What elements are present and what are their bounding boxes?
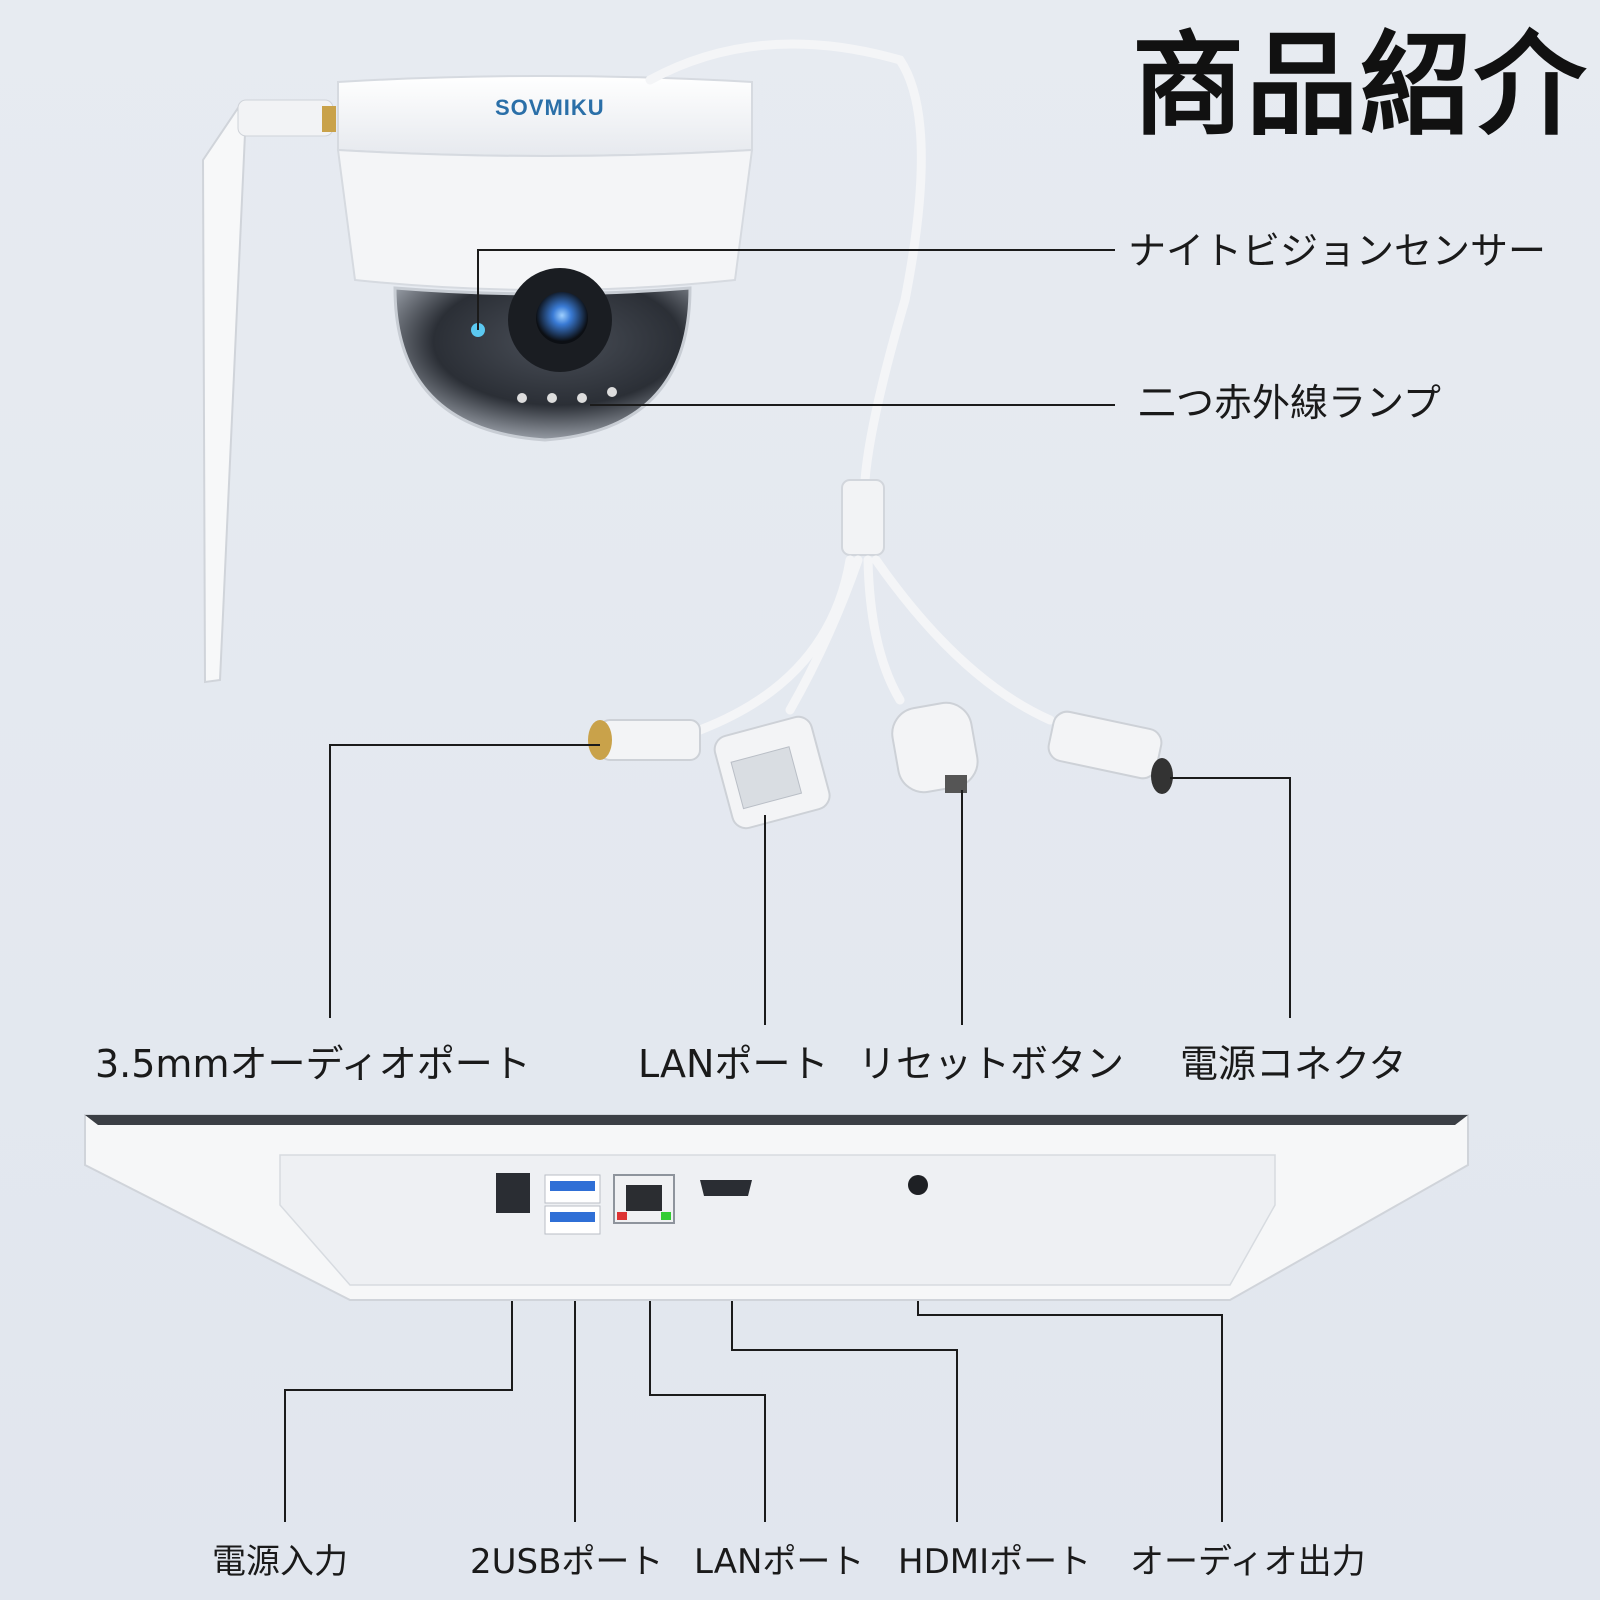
nvr-device [84,1114,1469,1301]
brand-logo: SOVMIKU [495,95,605,120]
page-title: 商品紹介 [1132,21,1588,151]
lan-connector [713,715,831,830]
antenna [201,99,336,684]
label-reset-button: リセットボタン [858,1042,1125,1086]
leader-lines [284,249,1291,1522]
label-night-vision-sensor: ナイトビジョンセンサー [1128,229,1547,273]
label-ir-lamps: 二つ赤外線ランプ [1138,381,1441,425]
audio-connector [588,719,701,761]
label-power-connector: 電源コネクタ [1180,1042,1407,1086]
dome-camera [336,75,754,442]
label-usb-ports: 2USBポート [470,1542,664,1582]
reset-button-connector [891,701,979,794]
label-lan-port-camera: LANポート [638,1042,829,1086]
label-power-input: 電源入力 [212,1542,348,1582]
label-lan-port-nvr: LANポート [694,1542,865,1582]
pigtail-cable [645,39,1055,735]
power-connector [1047,710,1173,794]
label-hdmi-port: HDMIポート [898,1542,1092,1582]
label-audio-out: オーディオ出力 [1130,1542,1366,1582]
label-audio-port: 3.5mmオーディオポート [95,1042,531,1086]
